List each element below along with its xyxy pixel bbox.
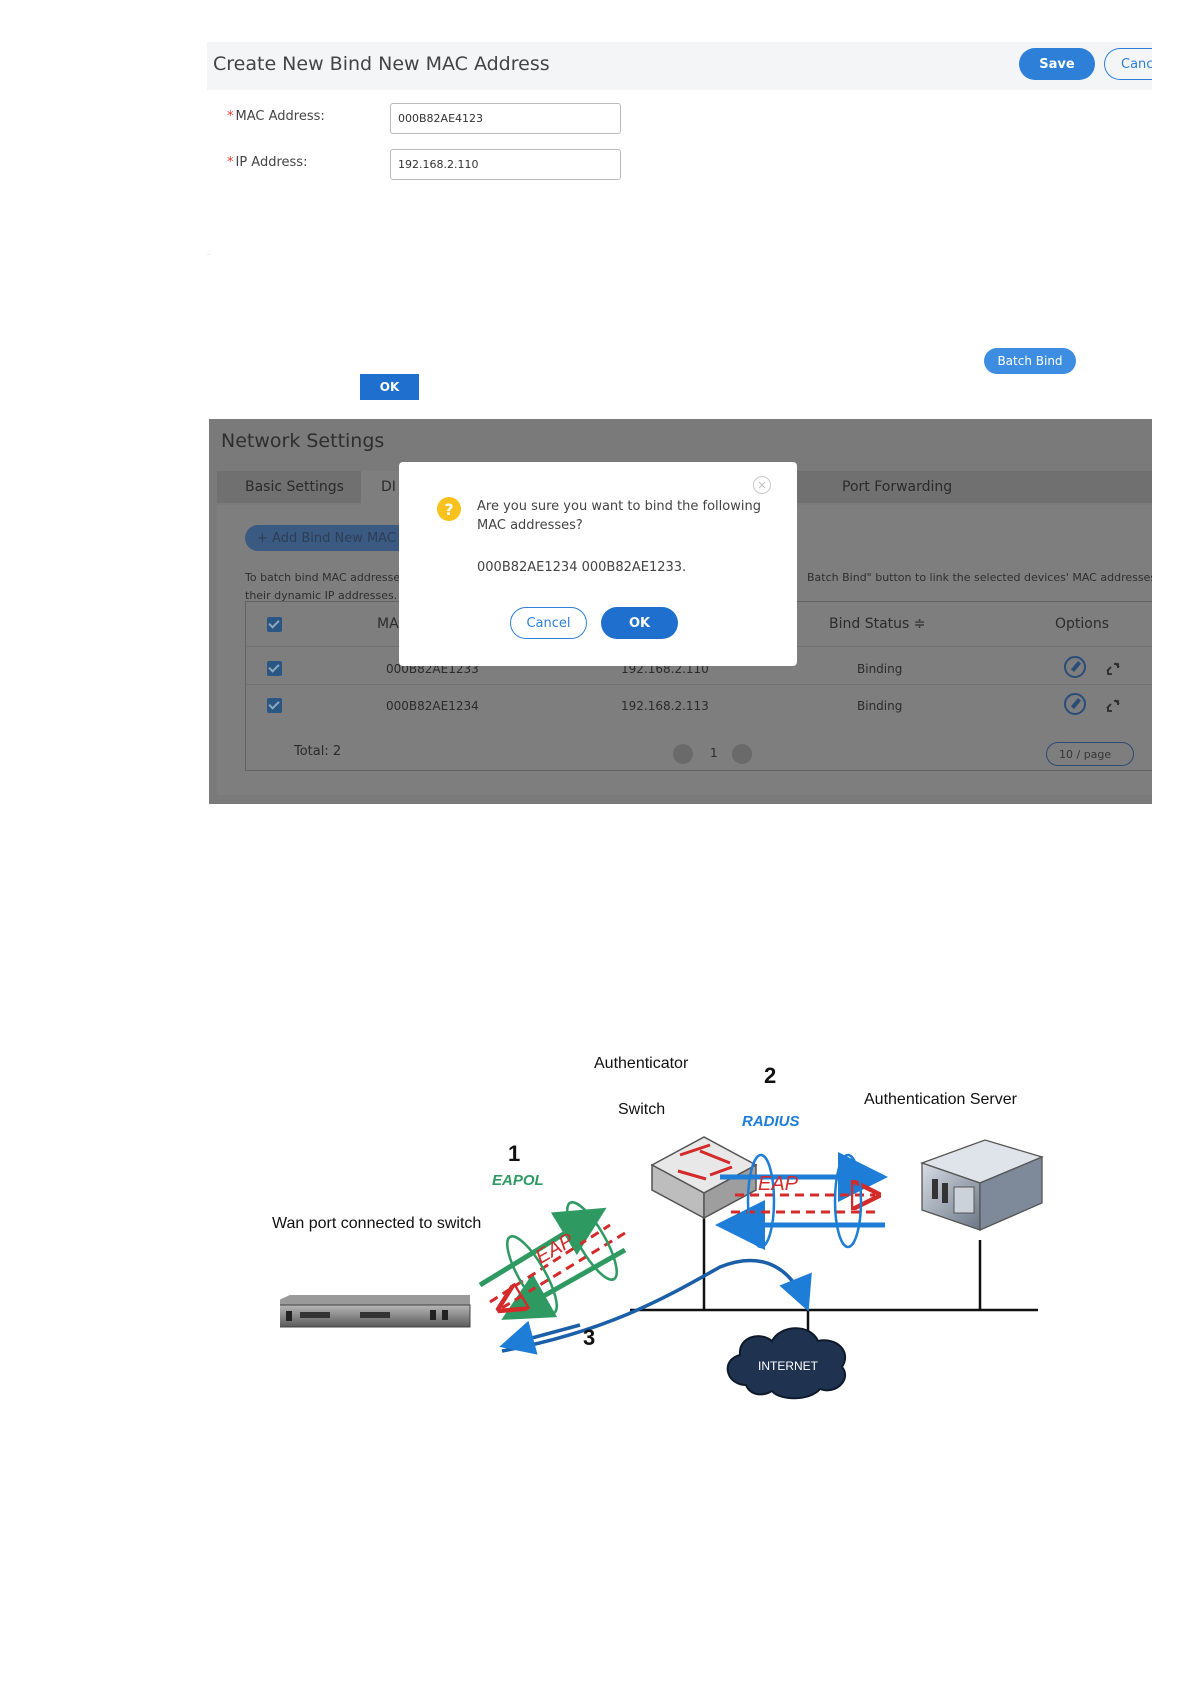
row-checkbox[interactable] [267, 698, 282, 713]
tab-basic-settings[interactable]: Basic Settings [245, 479, 344, 495]
next-page-icon[interactable] [732, 744, 752, 764]
dialog-cancel-button[interactable]: Cancel [510, 607, 587, 639]
mac-address-label: *MAC Address: [227, 109, 325, 124]
row-divider [246, 684, 1152, 685]
internet-label: INTERNET [758, 1359, 818, 1373]
create-bind-panel: Create New Bind New MAC Address Save Can… [207, 42, 1152, 254]
page-title: Create New Bind New MAC Address [213, 53, 550, 75]
batch-bind-button[interactable]: Batch Bind [984, 348, 1076, 374]
mac-address-label-text: MAC Address: [235, 109, 325, 124]
eap-diagram: Authenticator Switch Authentication Serv… [272, 1055, 1080, 1435]
cancel-button[interactable]: Canc [1104, 48, 1152, 80]
network-settings-title: Network Settings [221, 430, 385, 452]
confirm-bind-dialog: × ? Are you sure you want to bind the fo… [399, 462, 797, 666]
switch-label: Switch [618, 1101, 666, 1118]
diagram-graphics [280, 1136, 1044, 1400]
column-header-options: Options [1055, 616, 1110, 632]
batch-description-right: Batch Bind" button to link the selected … [807, 571, 1152, 584]
prev-page-icon[interactable] [673, 744, 693, 764]
warning-icon: ? [437, 497, 461, 521]
wan-port-label: Wan port connected to switch [272, 1215, 482, 1232]
page-size-select[interactable]: 10 / page [1046, 742, 1134, 766]
batch-description-left: To batch bind MAC addresses [245, 571, 406, 584]
edit-icon[interactable] [1064, 656, 1086, 678]
table-total: Total: 2 [294, 744, 342, 759]
dialog-mac-list: 000B82AE1234 000B82AE1233. [477, 560, 687, 575]
save-button[interactable]: Save [1019, 48, 1095, 80]
authenticator-label: Authenticator [594, 1055, 689, 1072]
current-page[interactable]: 1 [710, 746, 718, 760]
row-checkbox[interactable] [267, 661, 282, 676]
step-2-label: 2 [764, 1063, 777, 1088]
step-1-label: 1 [508, 1141, 521, 1166]
column-header-mac: MA [377, 616, 399, 632]
close-icon[interactable]: × [753, 476, 771, 494]
internet-cloud-icon [726, 1327, 847, 1400]
row-status: Binding [857, 699, 903, 713]
ip-address-label-text: IP Address: [235, 155, 308, 170]
row-mac: 000B82AE1234 [386, 699, 479, 713]
select-all-checkbox[interactable] [267, 617, 282, 632]
radius-label: RADIUS [742, 1113, 800, 1130]
mac-address-input[interactable]: 000B82AE4123 [390, 103, 621, 134]
required-mark: * [227, 109, 234, 124]
ok-button[interactable]: OK [360, 374, 419, 400]
auth-server-label: Authentication Server [864, 1091, 1017, 1108]
column-header-bind-status[interactable]: Bind Status ≑ [829, 616, 926, 632]
unbind-icon[interactable] [1103, 659, 1123, 679]
eapol-label: EAPOL [492, 1172, 544, 1189]
tab-port-forwarding[interactable]: Port Forwarding [842, 479, 953, 495]
create-bind-header: Create New Bind New MAC Address Save Can… [207, 42, 1152, 90]
tab-dhcp[interactable]: DI [381, 479, 396, 495]
eap-label-right: EAP [758, 1173, 799, 1195]
batch-description-line2: their dynamic IP addresses. [245, 589, 398, 602]
dialog-message: Are you sure you want to bind the follow… [477, 499, 761, 533]
edit-icon[interactable] [1064, 693, 1086, 715]
dialog-ok-button[interactable]: OK [601, 607, 678, 639]
ip-address-label: *IP Address: [227, 155, 307, 170]
row-status: Binding [857, 662, 903, 676]
server-icon [920, 1139, 1044, 1231]
row-ip: 192.168.2.113 [621, 699, 709, 713]
step-3-label: 3 [583, 1325, 596, 1350]
add-bind-mac-button[interactable]: + Add Bind New MAC [245, 525, 415, 551]
ip-address-input[interactable]: 192.168.2.110 [390, 149, 621, 180]
required-mark: * [227, 155, 234, 170]
router-device-icon [280, 1295, 471, 1328]
unbind-icon[interactable] [1103, 696, 1123, 716]
